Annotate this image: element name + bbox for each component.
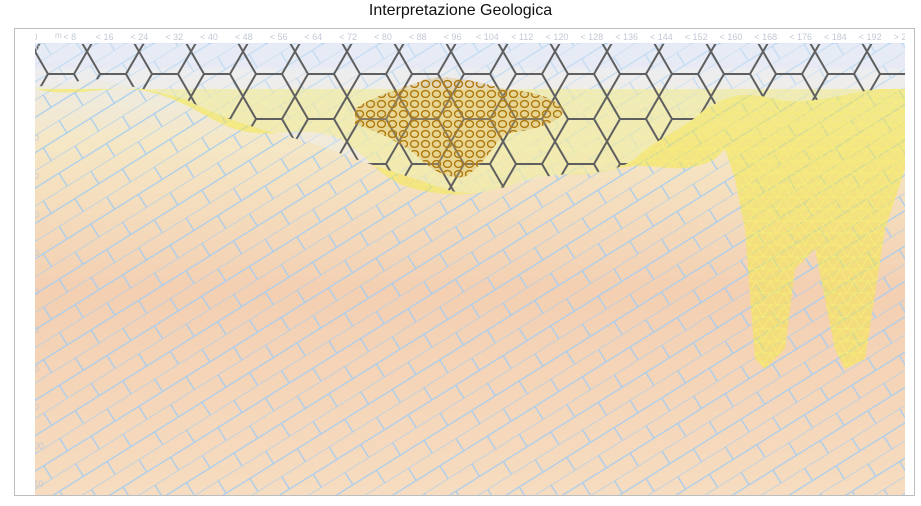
- left-tick-label: 110: [35, 479, 44, 489]
- left-tick-label: 80: [35, 363, 40, 374]
- x-tick-label: < 144: [650, 32, 673, 42]
- left-tick-label: 20: [35, 132, 40, 143]
- x-tick-label: < 152: [684, 32, 708, 42]
- x-tick-label: > 200: [893, 32, 905, 42]
- left-tick-label: 50: [35, 248, 40, 259]
- x-tick-label: < 72: [339, 32, 358, 42]
- left-tick-label: 100: [35, 440, 45, 451]
- x-tick-label: < 64: [304, 32, 323, 42]
- x-tick-label: < 160: [719, 32, 743, 42]
- left-tick-label: 70: [35, 325, 40, 336]
- x-tick-label: < 16: [95, 32, 114, 42]
- x-axis-unit: m: [55, 31, 62, 40]
- x-tick-label: < 96: [443, 32, 462, 42]
- x-tick-label: < 112: [511, 32, 534, 42]
- x-tick-label: < 136: [615, 32, 638, 42]
- left-tick-label: 60: [35, 286, 40, 297]
- section-drawing: [35, 43, 905, 495]
- left-tick-label: 40: [35, 209, 40, 220]
- section-frame: 0 < 8 < 16 < 24 < 32 < 40 < 48 < 56 < 64 < 72 < 80…: [14, 28, 915, 496]
- left-axis-unit: m: [35, 43, 40, 52]
- x-tick-label: < 32: [165, 32, 184, 42]
- x-tick-label: < 192: [858, 32, 882, 42]
- x-tick-label: < 184: [824, 32, 847, 42]
- x-tick-label: < 40: [200, 32, 218, 42]
- page-title: Interpretazione Geologica: [368, 2, 553, 19]
- x-tick-label: 0: [35, 32, 38, 42]
- left-tick-label: 30: [35, 171, 40, 182]
- x-tick-label: < 128: [580, 32, 604, 42]
- left-tick-label: 90: [35, 402, 40, 413]
- x-tick-label: < 24: [130, 32, 149, 42]
- x-tick-label: < 104: [476, 32, 499, 42]
- geological-section: 0 < 8 < 16 < 24 < 32 < 40 < 48 < 56 < 64 < 72 < 80…: [35, 29, 905, 495]
- x-tick-label: < 48: [234, 32, 253, 42]
- x-tick-label: < 168: [754, 32, 778, 42]
- x-tick-label: < 88: [408, 32, 427, 42]
- x-tick-label: < 56: [269, 32, 288, 42]
- x-tick-label: < 120: [545, 32, 569, 42]
- x-tick-label: < 8: [63, 32, 77, 42]
- x-tick-label: < 80: [374, 32, 392, 42]
- x-tick-label: < 176: [789, 32, 812, 42]
